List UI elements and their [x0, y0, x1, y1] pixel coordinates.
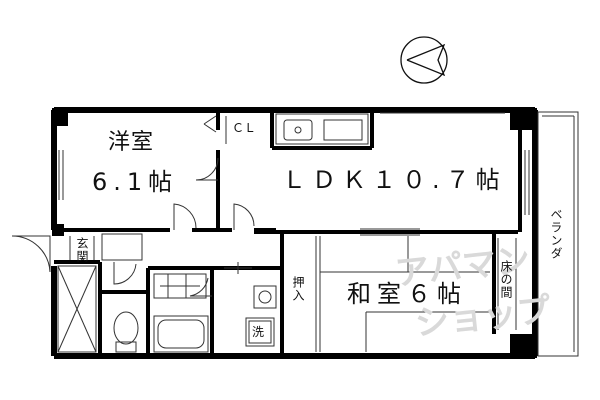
outer-walls [51, 107, 538, 359]
tokonoma-label: 床の間 [499, 260, 513, 299]
ldk-label: ＬＤＫ１０.７帖 [282, 166, 506, 194]
thin-lines [57, 111, 579, 357]
entrance-label: 玄関 [75, 237, 89, 263]
veranda-label: ベランダ [549, 208, 563, 260]
closet-label: ＣＬ [232, 121, 257, 135]
door-swings [11, 157, 255, 297]
washer-label: 洗 [252, 325, 265, 339]
compass-icon [400, 36, 448, 84]
oshiire-label: 押入 [291, 276, 305, 302]
western-room-size: 6.1帖 [92, 168, 179, 196]
interior-walls [54, 110, 522, 356]
western-room-name: 洋室 [108, 130, 155, 155]
japanese-room-label: 和室６帖 [347, 280, 467, 308]
